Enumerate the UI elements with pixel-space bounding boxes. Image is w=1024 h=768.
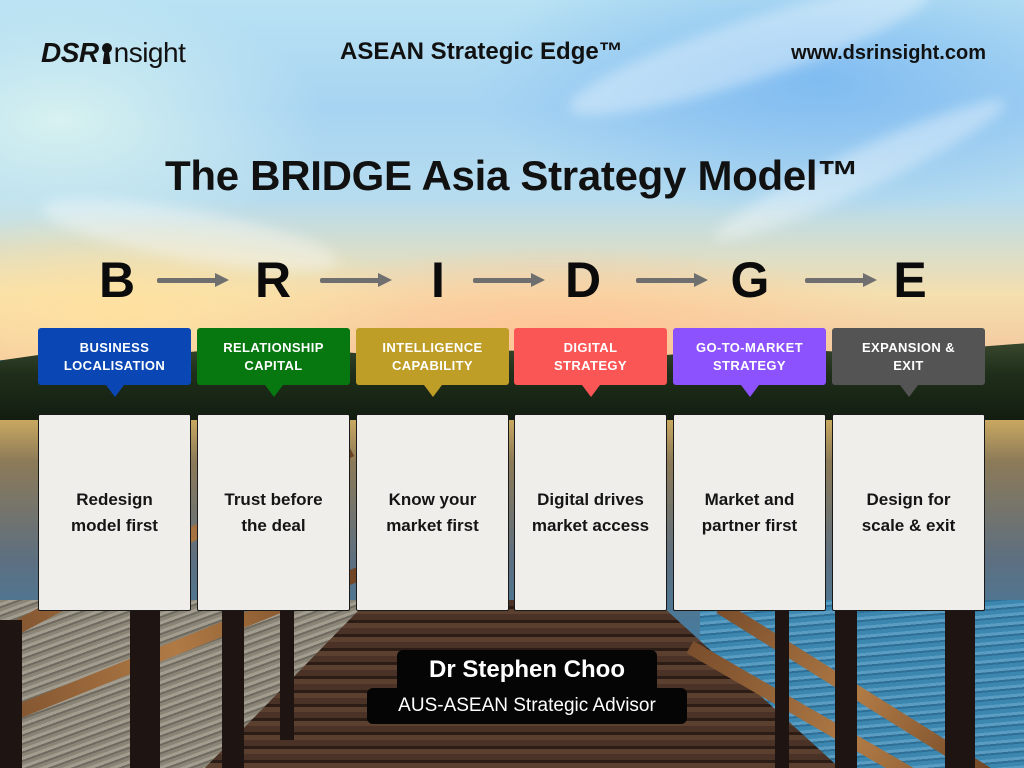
pillar-business-localisation: BUSINESS LOCALISATION Redesign model fir… — [38, 328, 191, 612]
right-arrow-icon — [805, 273, 877, 287]
pillar-relationship-capital: RELATIONSHIP CAPITAL Trust before the de… — [197, 328, 350, 612]
pillar-card: Design for scale & exit — [832, 414, 985, 611]
sky — [0, 0, 1024, 360]
right-arrow-icon — [473, 273, 545, 287]
keyhole-i-icon — [101, 42, 113, 64]
tag-pointer-icon — [424, 385, 442, 397]
pillar-card: Digital drives market access — [514, 414, 667, 611]
tag-pointer-icon — [741, 385, 759, 397]
acronym-letter-e: E — [893, 252, 927, 308]
header: DSR nsight ASEAN Strategic Edge™ www.dsr… — [0, 36, 1024, 72]
pier-post — [222, 600, 244, 768]
tag-pointer-icon — [106, 385, 124, 397]
pillar-card: Trust before the deal — [197, 414, 350, 611]
pillar-intelligence-capability: INTELLIGENCE CAPABILITY Know your market… — [356, 328, 509, 612]
pillar-tag: GO-TO-MARKET STRATEGY — [673, 328, 826, 385]
dsr-insight-logo: DSR nsight — [41, 36, 186, 70]
pillar-tag: BUSINESS LOCALISATION — [38, 328, 191, 385]
page-title: The BRIDGE Asia Strategy Model™ — [165, 152, 859, 199]
pillar-expansion-exit: EXPANSION & EXIT Design for scale & exit — [832, 328, 985, 612]
pillar-go-to-market-strategy: GO-TO-MARKET STRATEGY Market and partner… — [673, 328, 826, 612]
pier-post — [835, 600, 857, 768]
pier-post — [775, 600, 789, 768]
acronym-letter-r: R — [254, 252, 292, 308]
acronym-letter-b: B — [98, 252, 136, 308]
author-role: AUS-ASEAN Strategic Advisor — [367, 688, 687, 724]
right-arrow-icon — [636, 273, 708, 287]
pier-post — [0, 620, 22, 768]
pillar-card: Know your market first — [356, 414, 509, 611]
pillar-tag: DIGITAL STRATEGY — [514, 328, 667, 385]
right-arrow-icon — [157, 273, 229, 287]
website-url: www.dsrinsight.com — [791, 42, 986, 64]
tag-pointer-icon — [900, 385, 918, 397]
right-arrow-icon — [320, 273, 392, 287]
tag-pointer-icon — [265, 385, 283, 397]
acronym-letter-d: D — [564, 252, 602, 308]
strategy-pillars: BUSINESS LOCALISATION Redesign model fir… — [38, 328, 988, 612]
author-name: Dr Stephen Choo — [397, 650, 657, 690]
pillar-tag: INTELLIGENCE CAPABILITY — [356, 328, 509, 385]
tag-pointer-icon — [582, 385, 600, 397]
bridge-acronym-row: B R I D G E — [0, 250, 1024, 310]
acronym-letter-g: G — [730, 252, 770, 308]
pillar-card: Redesign model first — [38, 414, 191, 611]
pillar-card: Market and partner first — [673, 414, 826, 611]
logo-text-dsr: DSR — [41, 37, 99, 68]
pillar-digital-strategy: DIGITAL STRATEGY Digital drives market a… — [514, 328, 667, 612]
pillar-tag: EXPANSION & EXIT — [832, 328, 985, 385]
logo-text-insight: nsight — [113, 37, 186, 68]
pier-post — [280, 600, 294, 740]
pier-post — [130, 600, 160, 768]
acronym-letter-i: I — [431, 252, 445, 308]
pillar-tag: RELATIONSHIP CAPITAL — [197, 328, 350, 385]
pier-post — [945, 600, 975, 768]
program-title: ASEAN Strategic Edge™ — [340, 38, 623, 65]
